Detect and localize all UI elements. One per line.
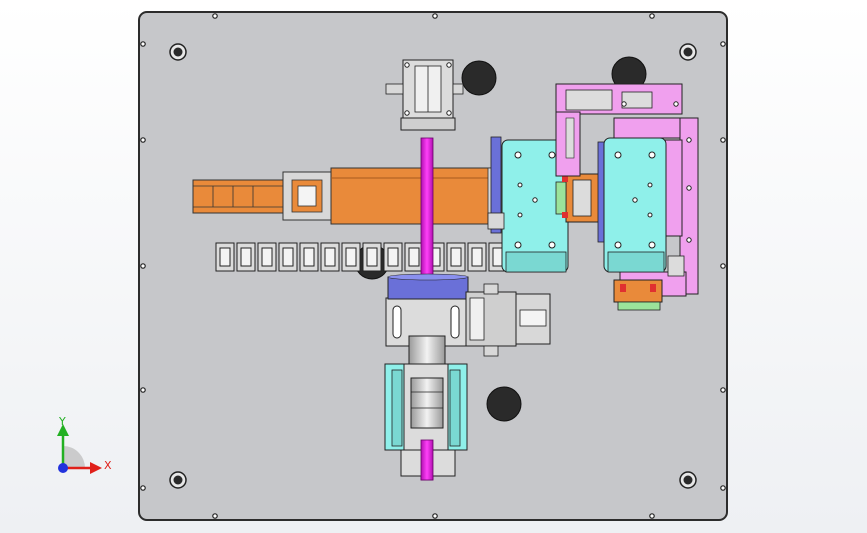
axis-triad: Y X [57, 415, 112, 474]
cyan-mount-plate-right [597, 137, 667, 273]
chain-link-window [366, 247, 378, 267]
corner-mounting-holes [169, 43, 697, 489]
cable-drag-chain [215, 242, 508, 272]
chain-link-window [408, 247, 420, 267]
chain-link-window [219, 247, 231, 267]
cyan-mount-plate-left [487, 136, 569, 273]
chain-link-window [324, 247, 336, 267]
lower-right-gripper [613, 255, 685, 311]
chain-link-window [240, 247, 252, 267]
motor-coupling-assembly [385, 273, 551, 365]
z-axis-dot [58, 463, 68, 473]
chain-link-window [261, 247, 273, 267]
y-arrow-icon [57, 424, 69, 436]
chain-link-window [282, 247, 294, 267]
chain-link-window [387, 247, 399, 267]
chain-link-window [471, 247, 483, 267]
chain-link-window [450, 247, 462, 267]
pink-frame [555, 83, 699, 297]
edge-screw-holes [140, 13, 726, 519]
lower-cyan-bracket [384, 363, 468, 481]
x-arrow-icon [90, 462, 102, 474]
chain-link-window [303, 247, 315, 267]
top-slide-block [385, 59, 464, 131]
y-axis-label: Y [58, 415, 66, 428]
x-axis-label: X [104, 459, 112, 472]
chain-link-window [345, 247, 357, 267]
